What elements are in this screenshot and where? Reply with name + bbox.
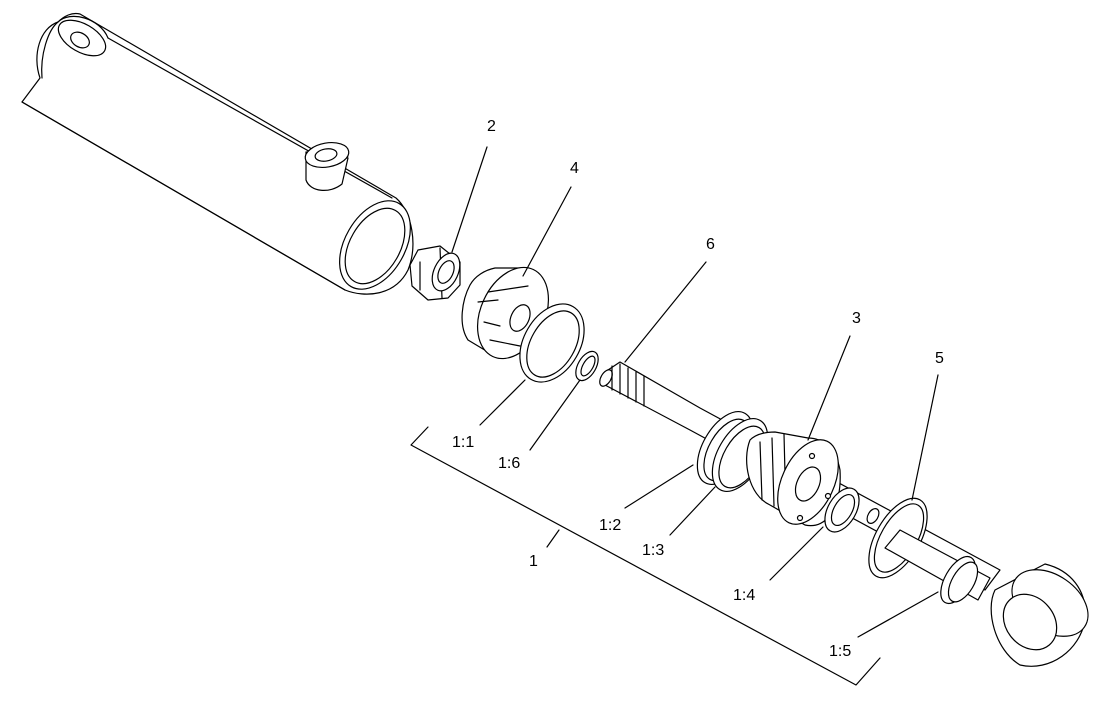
callout-labels: 2 4 6 3 5 1:1 1:6 1:2 1:3 1 1:4 1:5 [452,118,944,660]
rod-guide [696,411,841,527]
callout-1-3: 1:3 [642,542,664,559]
rod-wiper [824,487,860,533]
o-ring-small [575,350,599,382]
piston-seal-ring [519,303,585,383]
callout-5: 5 [935,350,944,367]
callout-1-1: 1:1 [452,434,474,451]
rod-end [884,529,1089,667]
leader-lines [451,146,939,638]
callout-6: 6 [706,236,715,253]
callout-2: 2 [487,118,496,135]
rod-key [866,508,880,524]
callout-1-4: 1:4 [733,587,755,604]
kit-bracket [410,426,881,686]
callout-4: 4 [570,160,579,177]
callout-1: 1 [529,553,538,570]
callout-1-5: 1:5 [829,643,851,660]
cylinder-barrel [21,12,414,295]
nut [409,245,461,301]
callout-1-2: 1:2 [599,517,621,534]
callout-1-6: 1:6 [498,455,520,472]
callout-3: 3 [852,310,861,327]
